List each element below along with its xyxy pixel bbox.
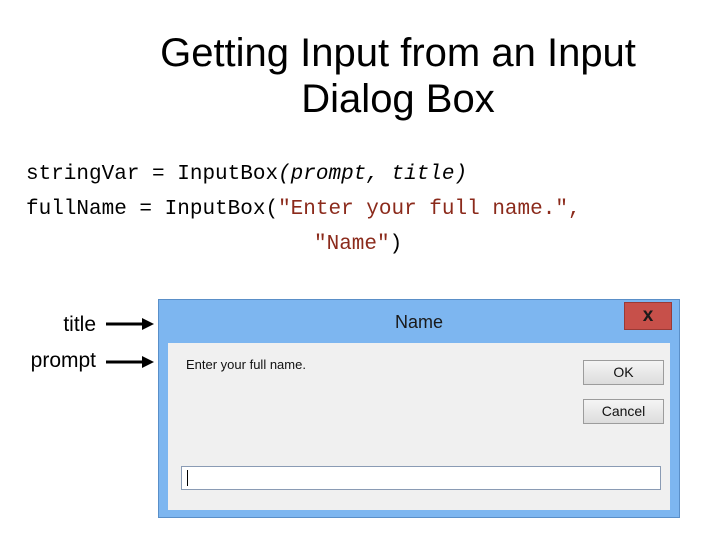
code-line-3: "Name") — [314, 227, 402, 262]
prompt-label: prompt — [30, 349, 96, 372]
code-token: string — [26, 163, 102, 186]
code-token: Var = Input — [101, 163, 241, 186]
code-line-1: stringVar = InputBox(prompt, title) — [26, 157, 467, 192]
slide-title-line1: Getting Input from an Input — [160, 31, 636, 75]
code-line-2: fullName = InputBox("Enter your full nam… — [26, 192, 581, 227]
dialog-title-bar[interactable]: Name x — [159, 300, 679, 343]
dialog-body: Enter your full name. OK Cancel — [168, 343, 670, 510]
code-token: , — [567, 198, 581, 221]
ok-button[interactable]: OK — [583, 360, 664, 385]
code-token: full — [26, 198, 77, 221]
cancel-button[interactable]: Cancel — [583, 399, 664, 424]
slide-title: Getting Input from an Input Dialog Box — [40, 30, 720, 122]
code-params: (prompt, title) — [278, 163, 468, 186]
dialog-title: Name — [394, 312, 443, 332]
code-token: Name = Input — [76, 198, 228, 221]
title-arrow-icon — [106, 318, 154, 330]
input-dialog: Name x Enter your full name. OK Cancel — [158, 299, 680, 518]
code-string-literal: "Enter your full name." — [278, 198, 568, 221]
code-string-literal: "Name" — [314, 233, 390, 256]
code-token: ) — [389, 233, 403, 256]
text-caret — [187, 470, 188, 486]
title-label: title — [63, 313, 96, 336]
code-token: Box — [240, 163, 279, 186]
code-token: Box( — [227, 198, 279, 221]
prompt-arrow-icon — [106, 356, 154, 368]
dialog-prompt: Enter your full name. — [186, 357, 306, 372]
close-button[interactable]: x — [624, 302, 672, 330]
slide-title-line2: Dialog Box — [301, 77, 495, 121]
name-input[interactable] — [181, 466, 661, 490]
